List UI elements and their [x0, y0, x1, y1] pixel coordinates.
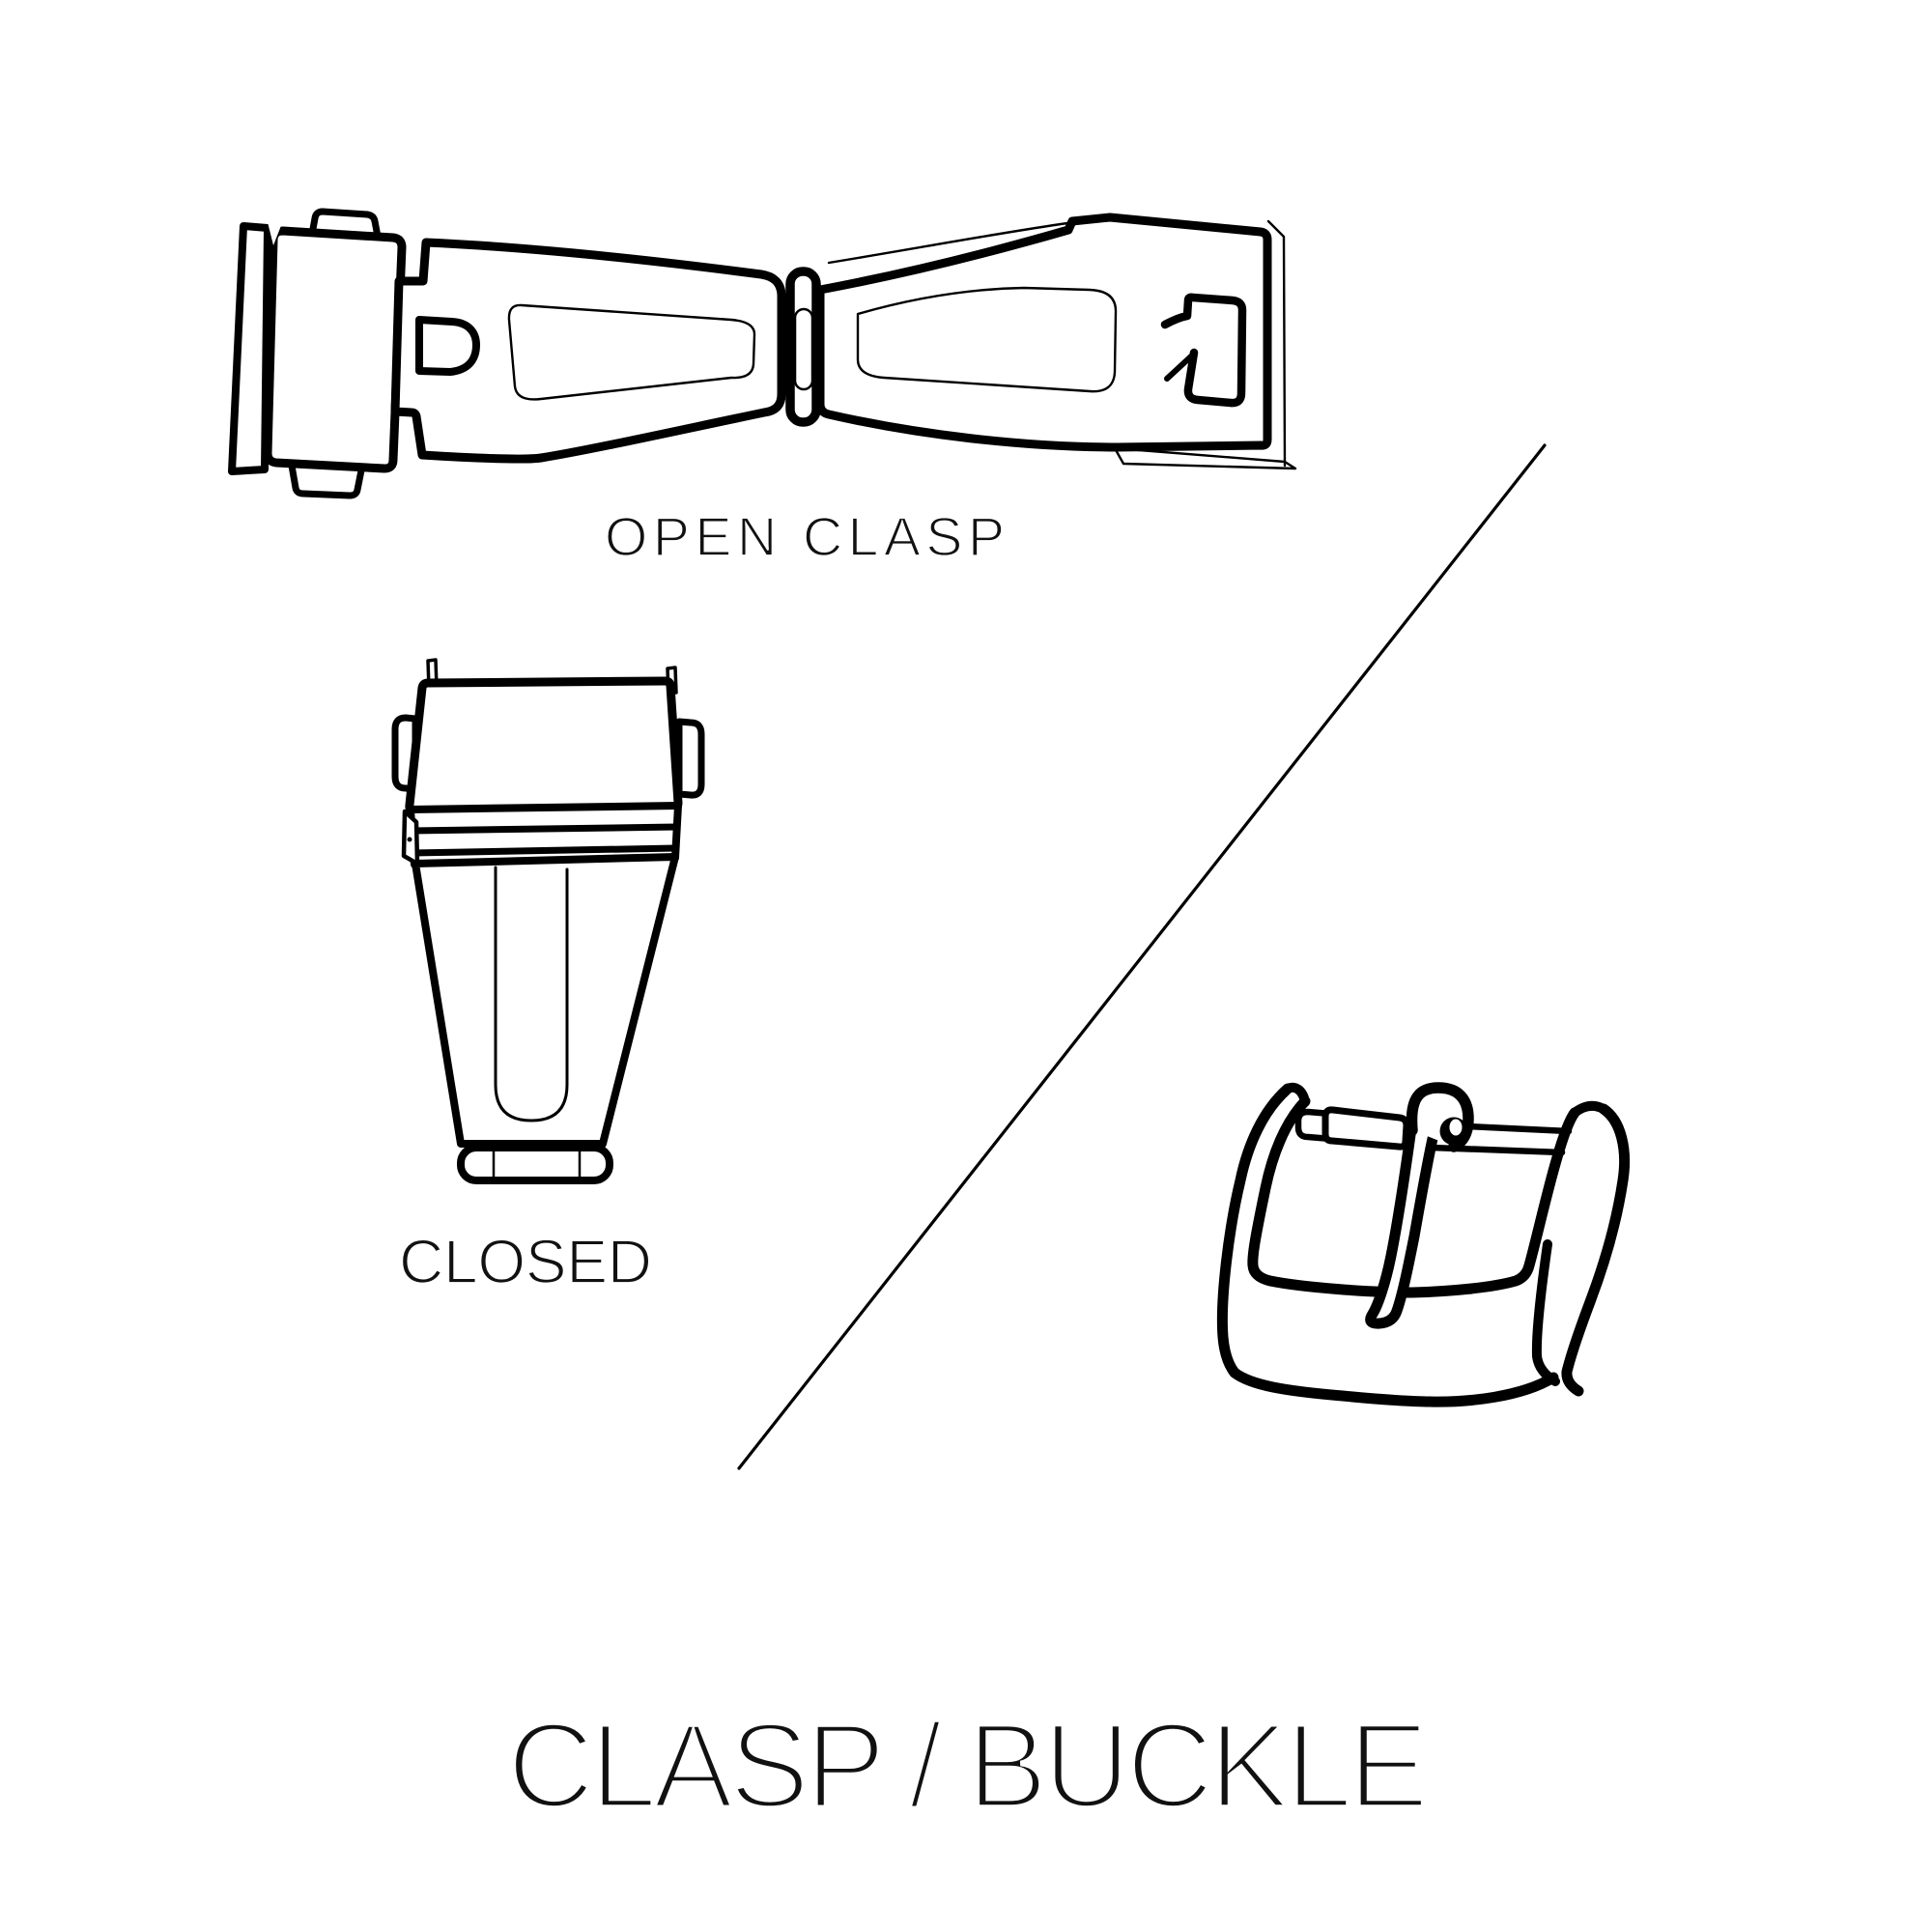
svg-text:CLOSED: CLOSED — [399, 1227, 652, 1296]
svg-text:OPEN CLASP: OPEN CLASP — [605, 506, 1005, 568]
svg-text:CLASP / BUCKLE: CLASP / BUCKLE — [507, 1699, 1429, 1833]
